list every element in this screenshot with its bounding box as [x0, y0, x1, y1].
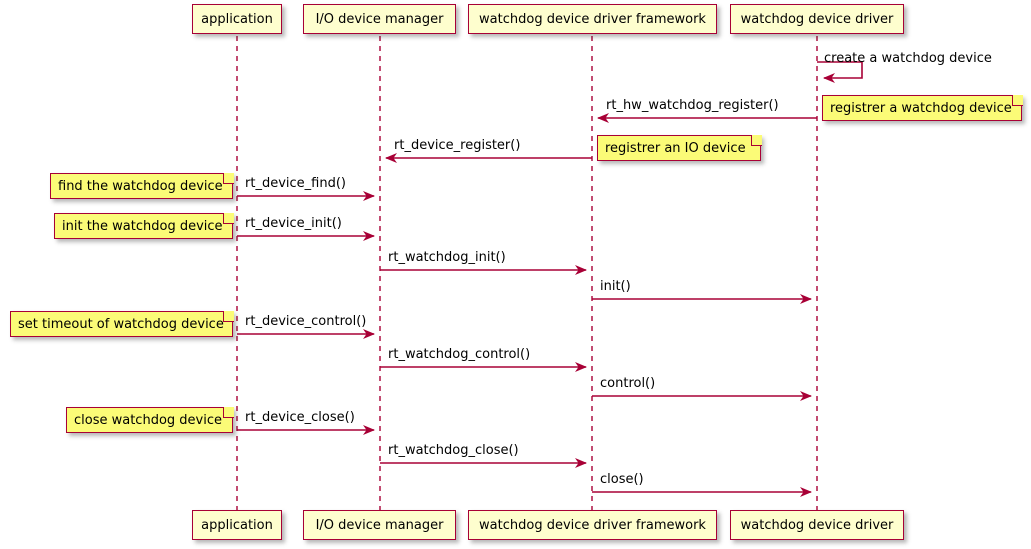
participant-io-device-manager-top[interactable]: I/O device manager	[303, 4, 456, 34]
participant-watchdog-framework-bottom[interactable]: watchdog device driver framework	[468, 510, 717, 540]
note-label: find the watchdog device	[58, 178, 223, 194]
note-label: set timeout of watchdog device	[18, 316, 224, 332]
message-label-rt-device-close: rt_device_close()	[245, 410, 355, 425]
note-registrer-a-watchdog-device[interactable]: registrer a watchdog device	[822, 94, 1023, 121]
note-close-watchdog-device[interactable]: close watchdog device	[66, 406, 234, 433]
participant-label: watchdog device driver framework	[479, 517, 706, 533]
note-fold-icon	[222, 172, 234, 184]
participant-label: application	[201, 517, 273, 533]
message-label-control: control()	[600, 376, 656, 391]
message-label-rt-watchdog-control: rt_watchdog_control()	[388, 347, 531, 362]
participant-label: watchdog device driver	[740, 11, 894, 27]
note-fold-icon	[1011, 94, 1023, 106]
participant-label: I/O device manager	[315, 11, 444, 27]
note-label: registrer a watchdog device	[830, 100, 1012, 116]
participant-label: watchdog device driver framework	[479, 11, 706, 27]
note-fold-icon	[222, 406, 234, 418]
note-label: registrer an IO device	[605, 140, 746, 156]
note-fold-icon	[750, 134, 762, 146]
message-label-init: init()	[600, 279, 631, 294]
message-label-rt-device-init: rt_device_init()	[245, 216, 342, 231]
message-label-create-a-watchdog-device: create a watchdog device	[824, 51, 992, 66]
note-fold-icon	[222, 212, 234, 224]
note-label: close watchdog device	[74, 412, 222, 428]
participant-label: watchdog device driver	[740, 517, 894, 533]
participant-watchdog-framework-top[interactable]: watchdog device driver framework	[468, 4, 717, 34]
participant-io-device-manager-bottom[interactable]: I/O device manager	[303, 510, 456, 540]
participant-watchdog-driver-top[interactable]: watchdog device driver	[730, 4, 904, 34]
participant-watchdog-driver-bottom[interactable]: watchdog device driver	[730, 510, 904, 540]
message-label-close: close()	[600, 472, 644, 487]
arrow-create-a-watchdog-device	[817, 61, 863, 83]
note-init-the-watchdog-device[interactable]: init the watchdog device	[54, 212, 234, 239]
message-label-rt-device-find: rt_device_find()	[245, 176, 346, 191]
message-label-rt-hw-watchdog-register: rt_hw_watchdog_register()	[606, 98, 779, 113]
note-set-timeout-of-watchdog-device[interactable]: set timeout of watchdog device	[10, 310, 234, 337]
message-label-rt-device-register: rt_device_register()	[394, 138, 521, 153]
note-registrer-an-io-device[interactable]: registrer an IO device	[597, 134, 762, 161]
message-label-rt-device-control: rt_device_control()	[245, 314, 367, 329]
note-fold-icon	[222, 310, 234, 322]
participant-label: application	[201, 11, 273, 27]
participant-application-top[interactable]: application	[192, 4, 282, 34]
message-label-rt-watchdog-init: rt_watchdog_init()	[388, 250, 506, 265]
participant-application-bottom[interactable]: application	[192, 510, 282, 540]
note-label: init the watchdog device	[62, 218, 223, 234]
note-find-the-watchdog-device[interactable]: find the watchdog device	[50, 172, 234, 199]
participant-label: I/O device manager	[315, 517, 444, 533]
message-label-rt-watchdog-close: rt_watchdog_close()	[388, 443, 519, 458]
